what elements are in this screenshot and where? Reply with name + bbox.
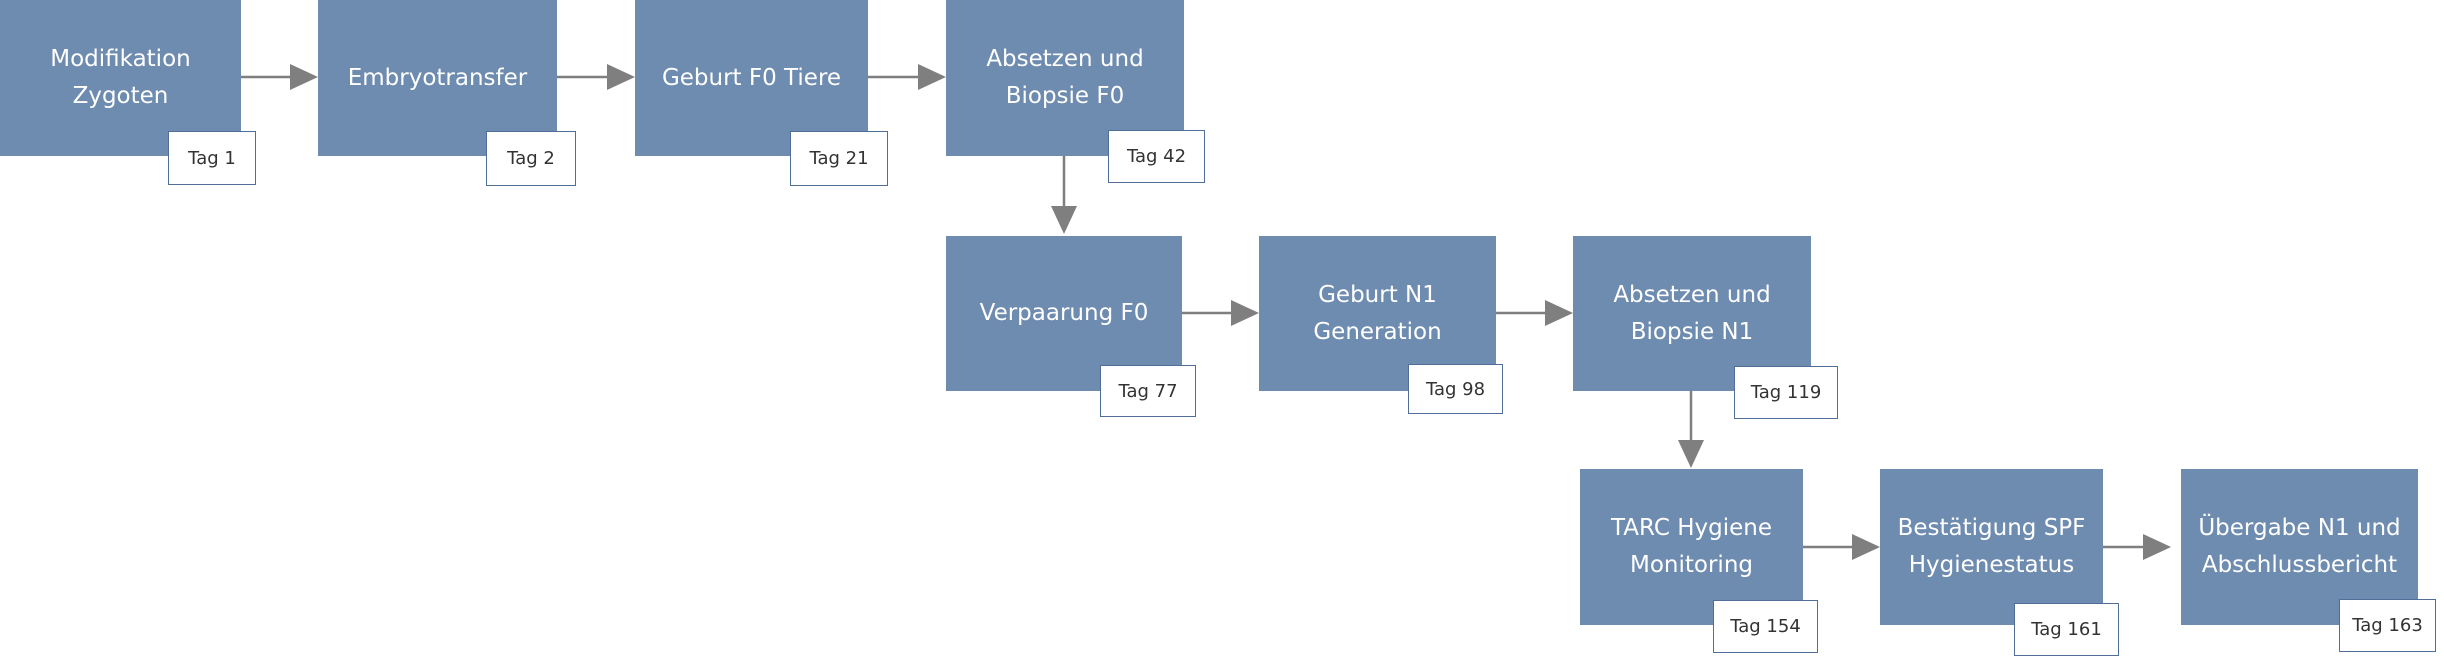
step-label: Übergabe N1 und Abschlussbericht xyxy=(2198,515,2401,578)
arrowhead-6 xyxy=(1545,300,1573,326)
arrowhead-2 xyxy=(607,64,635,90)
arrowhead-9 xyxy=(2143,534,2171,560)
step-label: Absetzen und Biopsie F0 xyxy=(986,46,1144,109)
step-label: Verpaarung F0 xyxy=(979,300,1149,326)
step-absetzen-biopsie-n1: Absetzen und Biopsie N1 xyxy=(1573,236,1811,391)
tag-day-badge: Tag 161 xyxy=(2014,603,2119,656)
arrowhead-4 xyxy=(1051,206,1077,234)
step-modifikation-zygoten: Modifikation Zygoten xyxy=(0,0,241,156)
step-label: TARC Hygiene Monitoring xyxy=(1611,515,1772,578)
arrowhead-8 xyxy=(1852,534,1880,560)
step-label: Geburt F0 Tiere xyxy=(661,64,842,91)
step-label: Geburt N1 Generation xyxy=(1313,281,1442,345)
step-bestaetigung-spf-hygienestatus: Bestätigung SPF Hygienestatus xyxy=(1880,469,2103,625)
tag-day-badge: Tag 42 xyxy=(1108,130,1205,183)
arrowhead-3 xyxy=(918,64,946,90)
tag-day-badge: Tag 2 xyxy=(486,131,576,186)
arrowhead-1 xyxy=(290,64,318,90)
tag-day-badge: Tag 163 xyxy=(2339,599,2436,652)
tag-day-badge: Tag 119 xyxy=(1734,366,1838,419)
arrowhead-5 xyxy=(1231,300,1259,326)
tag-day-badge: Tag 98 xyxy=(1408,364,1503,414)
step-label: Absetzen und Biopsie N1 xyxy=(1613,281,1771,345)
arrowhead-7 xyxy=(1678,440,1704,468)
tag-day-badge: Tag 1 xyxy=(168,131,256,185)
step-embryotransfer: Embryotransfer xyxy=(318,0,557,156)
tag-day-badge: Tag 77 xyxy=(1100,365,1196,417)
tag-day-badge: Tag 21 xyxy=(790,131,888,186)
tag-day-badge: Tag 154 xyxy=(1713,600,1818,653)
step-label: Embryotransfer xyxy=(347,64,528,91)
step-label: Modifikation Zygoten xyxy=(50,46,191,109)
step-label: Bestätigung SPF Hygienestatus xyxy=(1897,515,2086,578)
step-tarc-hygiene-monitoring: TARC Hygiene Monitoring xyxy=(1580,469,1803,625)
step-geburt-f0-tiere: Geburt F0 Tiere xyxy=(635,0,868,156)
